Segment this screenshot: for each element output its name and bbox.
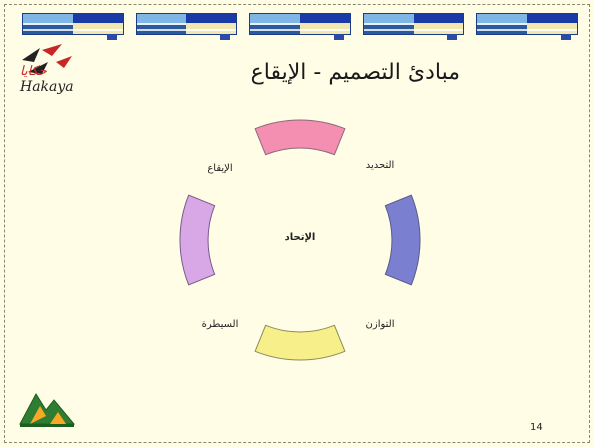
label-center: الإتحاد [284, 232, 316, 243]
logo-english-text: Hakaya [20, 79, 74, 95]
hakaya-logo-icon [22, 44, 72, 74]
logo-arabic-text: حكايا [20, 64, 47, 79]
banner-block [362, 13, 465, 40]
page-number: 14 [530, 422, 543, 433]
university-logo-icon [19, 393, 76, 427]
slide-border [4, 4, 590, 443]
label-top-right: التحديد [365, 160, 395, 171]
hakaya-logo: حكايا Hakaya [12, 42, 102, 108]
label-top-left: الإيقاع [207, 163, 233, 174]
segment-top [254, 119, 346, 156]
segment-bottom [254, 324, 346, 361]
banner-block [249, 13, 351, 40]
label-bottom-right: التوازن [365, 319, 395, 330]
segment-left [179, 194, 216, 286]
slide-title: مبادئ التصميم - الإيقاع [250, 60, 460, 85]
banner-block [135, 13, 238, 40]
top-banner [22, 13, 578, 40]
university-logo [16, 386, 78, 430]
banner-block [22, 13, 124, 40]
banner-block [476, 13, 578, 40]
segment-right [384, 194, 421, 286]
label-bottom-left: السيطرة [201, 319, 239, 330]
